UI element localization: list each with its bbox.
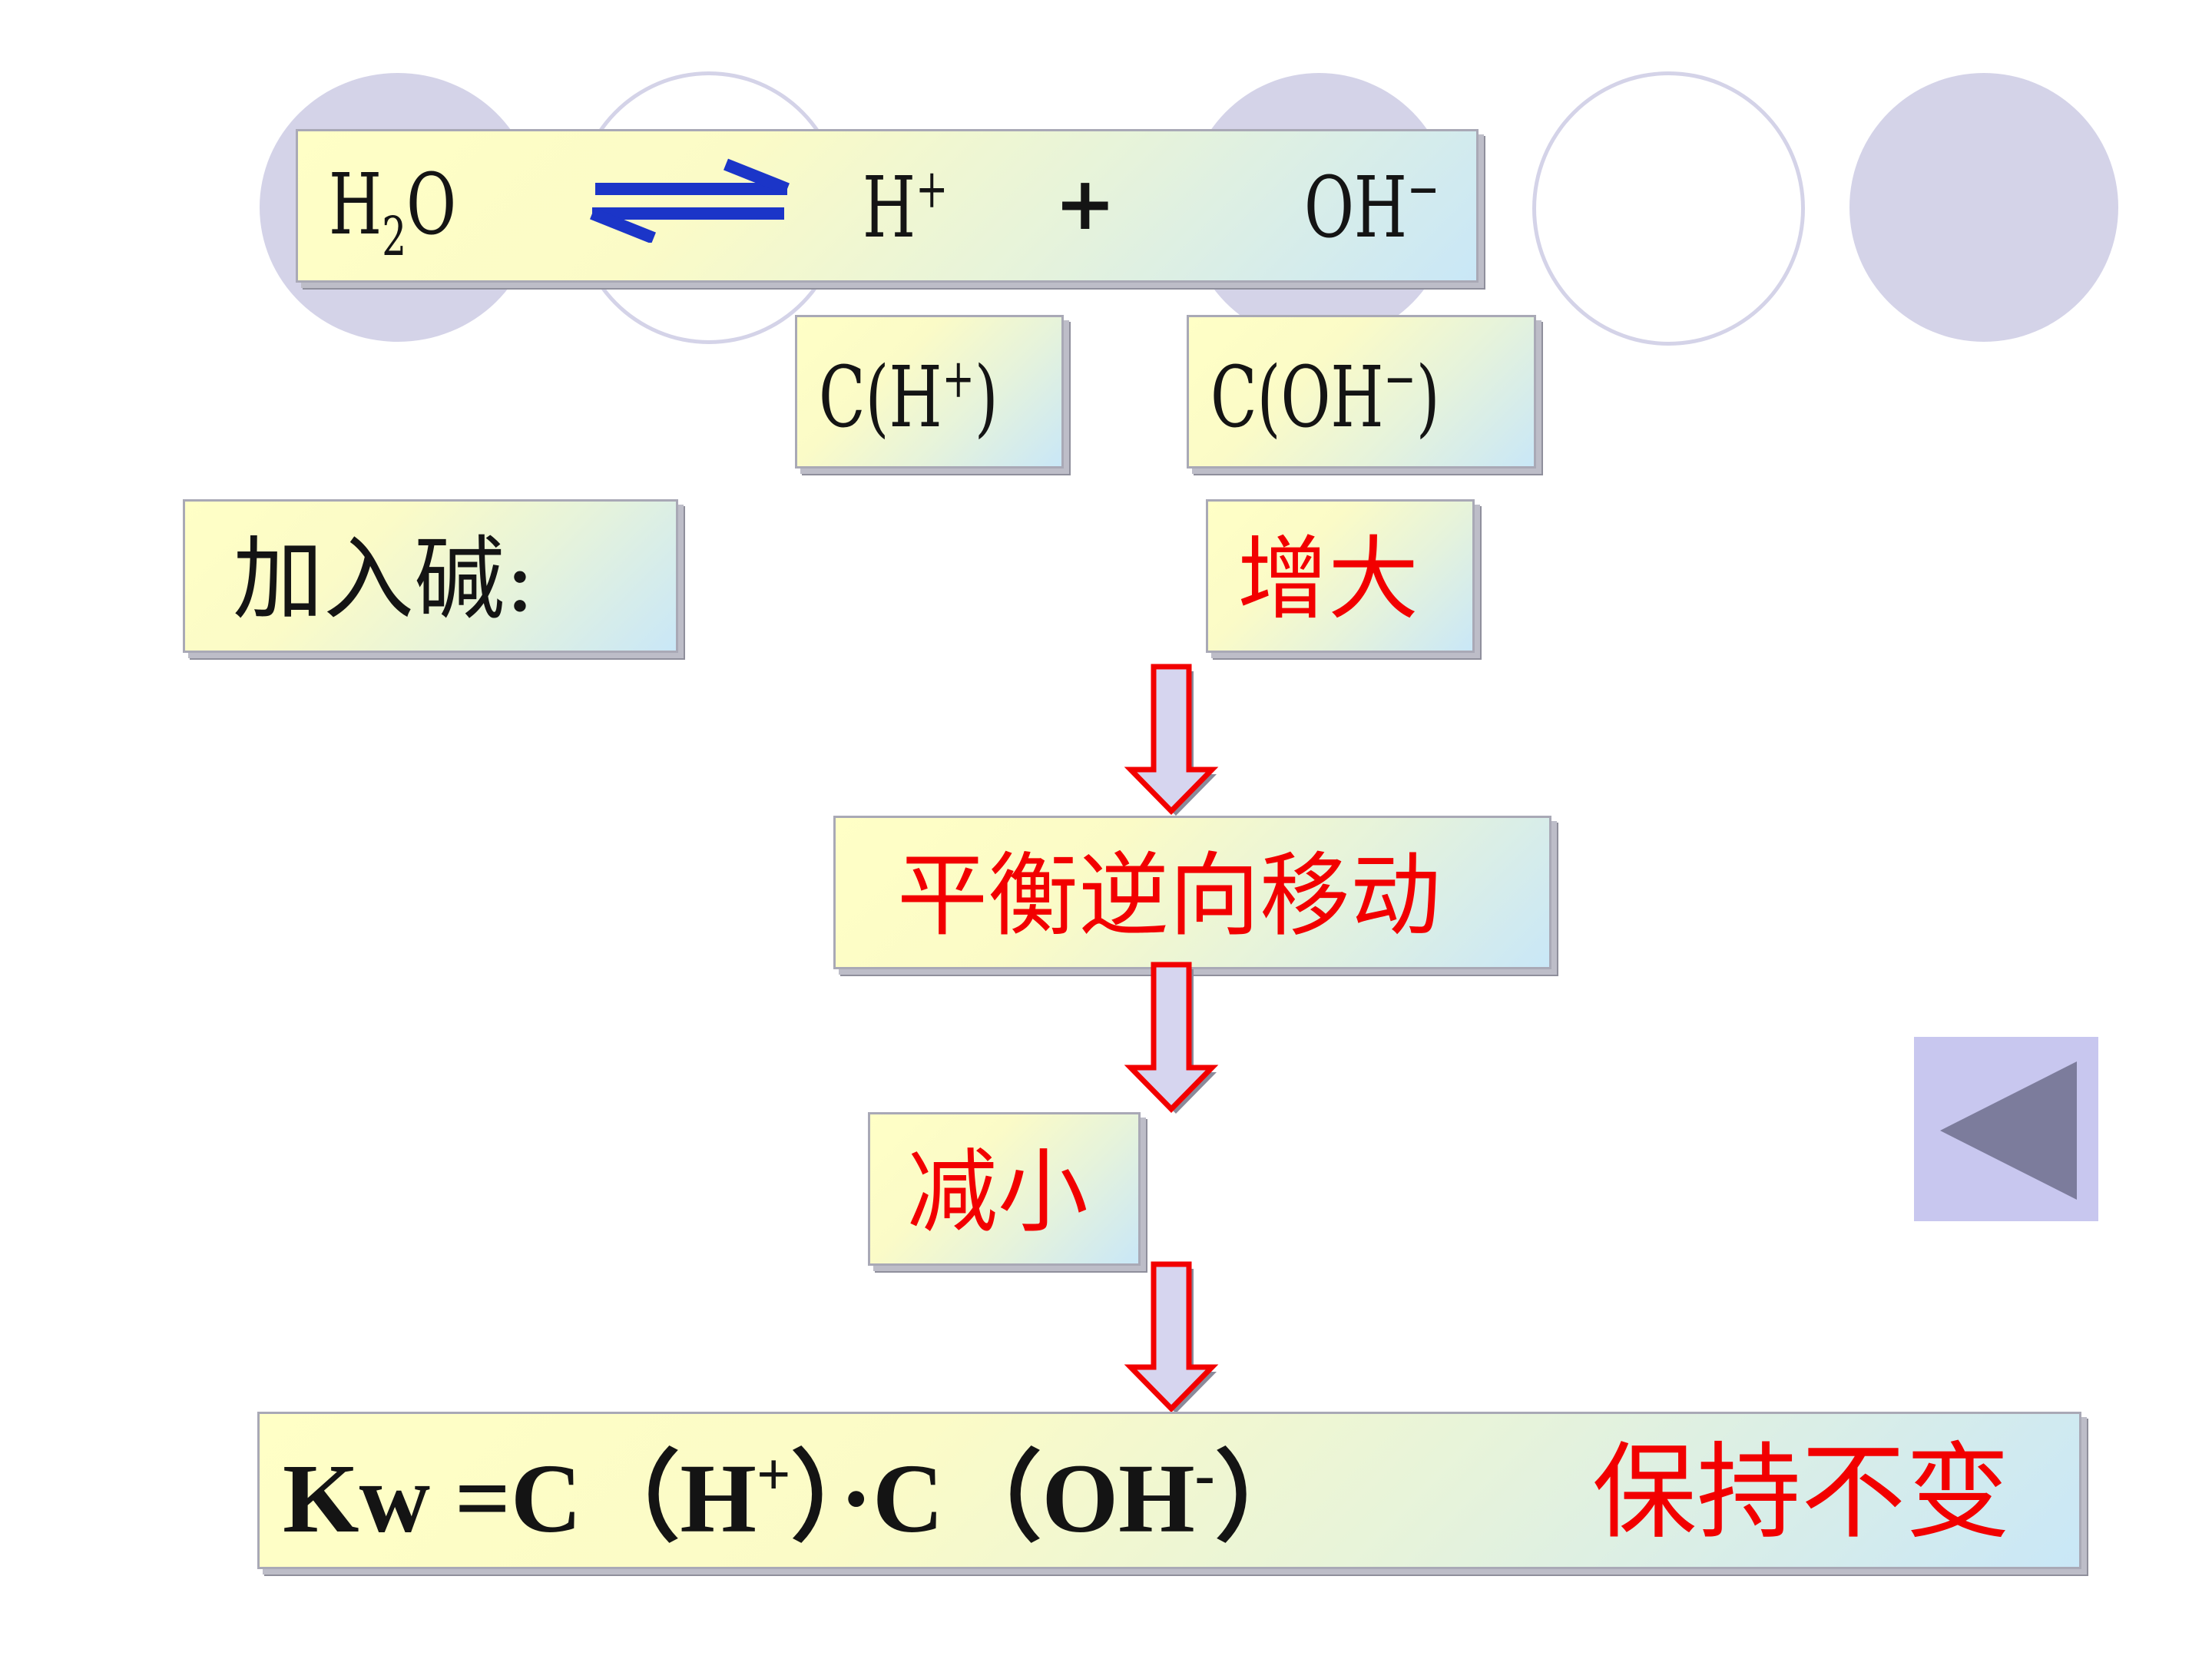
back-button[interactable]: [1914, 1037, 2098, 1221]
down-arrow-icon: [1124, 1261, 1219, 1413]
conc-h-box: C(H+): [795, 315, 1064, 469]
conc-h-label: C(H+): [819, 347, 998, 446]
increase-box: 增大: [1206, 499, 1475, 653]
decrease-label: 减小: [907, 1139, 1089, 1245]
down-arrow-icon: [1124, 664, 1219, 816]
kw-expression: Kw =C（H+）·C（OH-）: [283, 1441, 1313, 1553]
shift-box: 平衡逆向移动: [833, 816, 1551, 969]
conc-oh-box: C(OH−): [1187, 315, 1536, 469]
increase-label: 增大: [1237, 526, 1419, 632]
reversible-arrow-icon: [590, 158, 790, 243]
decrease-box: 减小: [868, 1112, 1141, 1266]
kw-box: Kw =C（H+）·C（OH-） 保持不变: [257, 1412, 2081, 1569]
down-arrow-icon: [1124, 962, 1219, 1114]
decor-circle-5: [1849, 73, 2118, 342]
add-base-box: 加入碱:: [183, 499, 678, 653]
add-base-label: 加入碱:: [233, 526, 535, 632]
equation-reactant: H2O: [329, 155, 457, 268]
equation-product-oh: OH−: [1304, 157, 1440, 257]
equation-box: H2O H+ + OH−: [296, 129, 1479, 283]
equation-product-h: H+: [863, 157, 949, 257]
kw-constant-label: 保持不变: [1592, 1432, 2010, 1554]
equation-plus: +: [1055, 162, 1116, 247]
triangle-left-icon: [1940, 1061, 2077, 1200]
decor-circle-4: [1532, 71, 1805, 346]
conc-oh-label: C(OH−): [1210, 347, 1440, 446]
shift-label: 平衡逆向移动: [897, 843, 1442, 949]
